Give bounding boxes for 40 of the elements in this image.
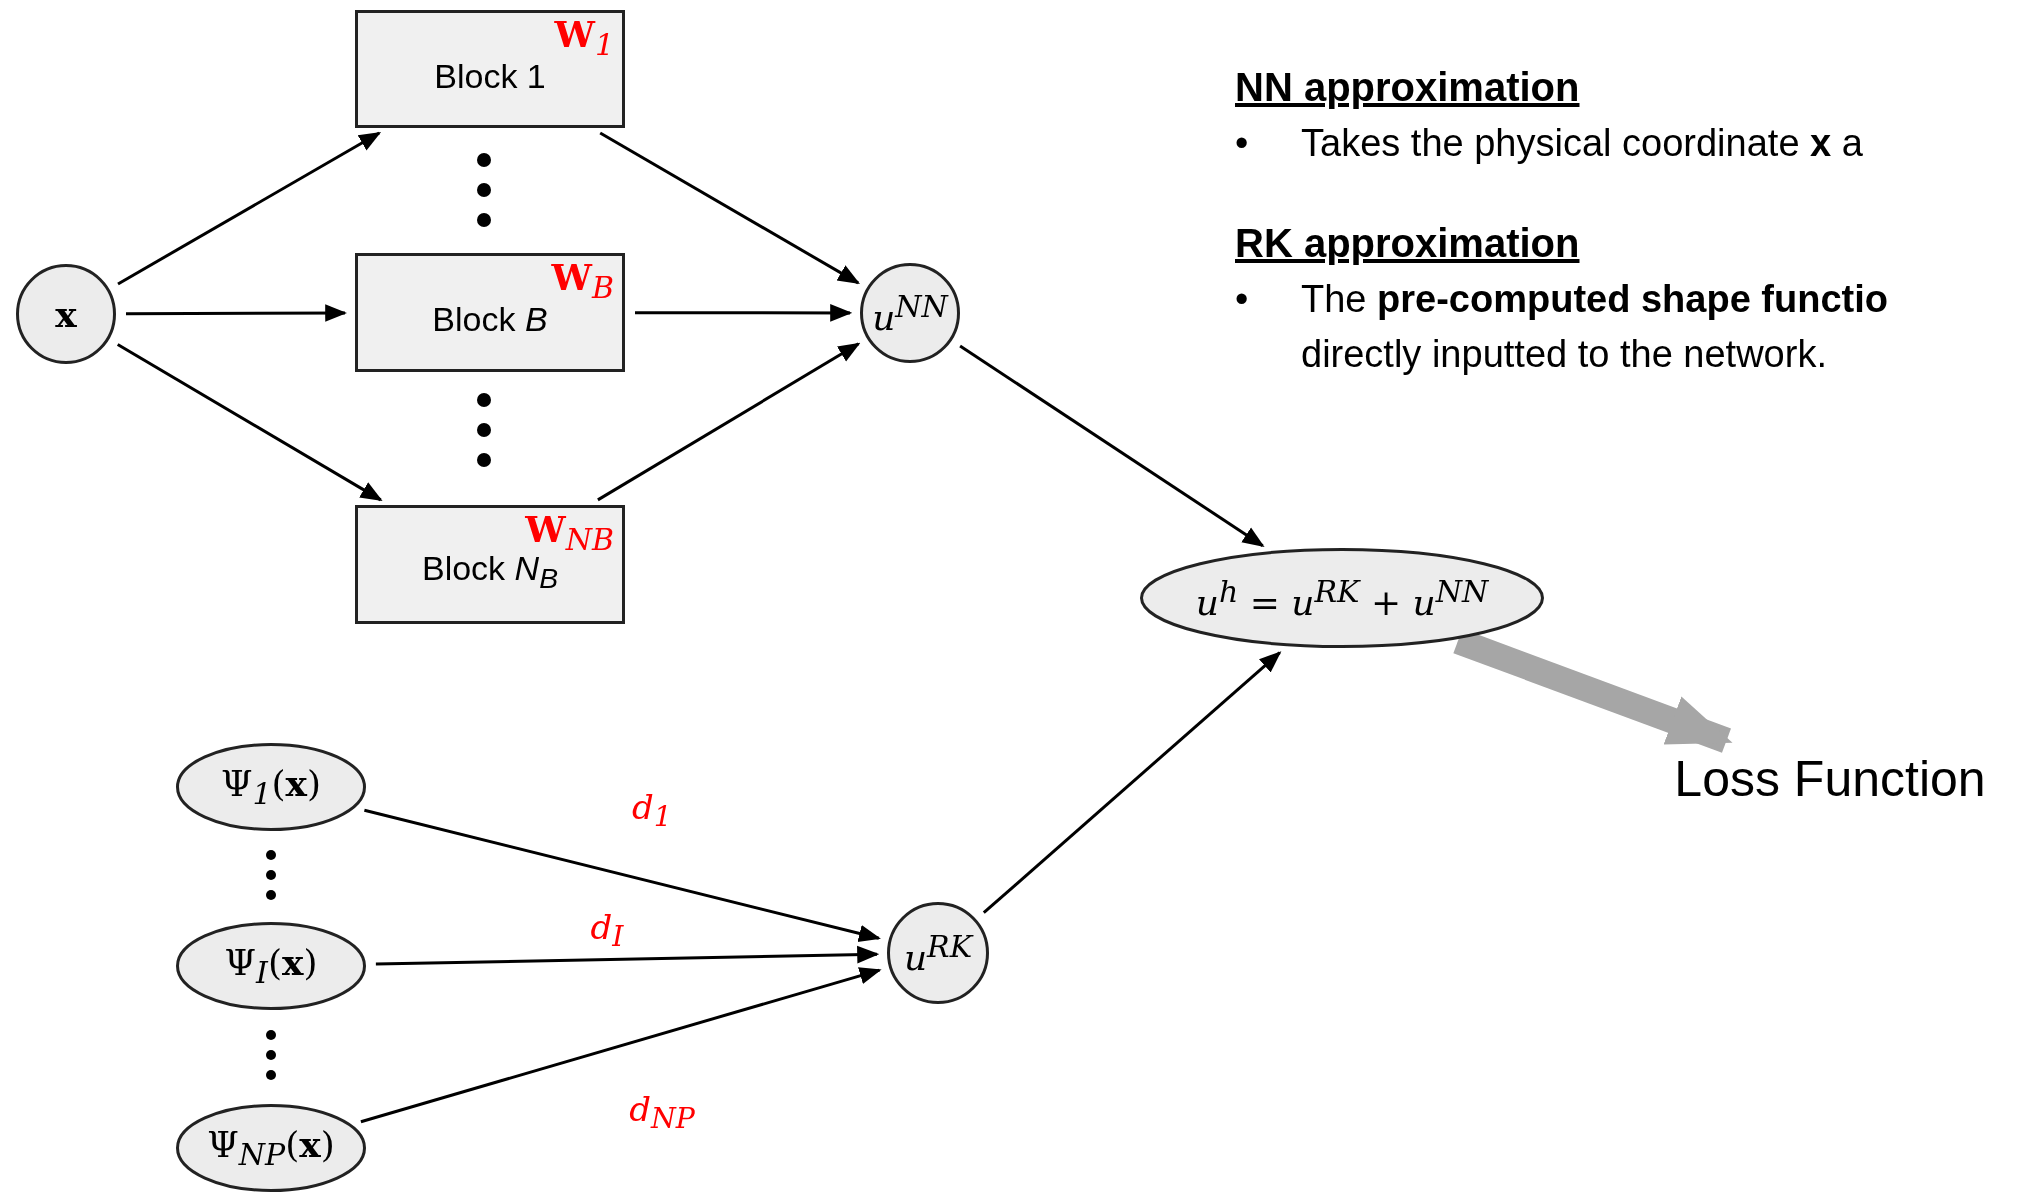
- block-box: [355, 505, 625, 624]
- bullet-text: The pre-computed shape functio directly inputted to the network.: [1301, 277, 1889, 378]
- bullet-text: Takes the physical coordinate x a: [1301, 121, 1863, 166]
- arrow: [375, 945, 880, 966]
- weight-label: W$_{1}$: [554, 13, 614, 63]
- math-label: Ψ$_{NP}$(x): [207, 1123, 335, 1173]
- math-label: u$^{RK}$: [903, 928, 973, 978]
- math-label: u$^{h}$ = u$^{RK}$ + u$^{NN}$: [1195, 573, 1489, 623]
- section-heading: RK approximation: [1235, 221, 1580, 267]
- arrow: [126, 304, 348, 322]
- circle-node: [860, 263, 960, 363]
- block-box: [355, 10, 625, 128]
- output-label: Loss Function: [1650, 742, 2010, 816]
- block-label: Block N$_{B}$: [421, 548, 559, 595]
- arrow: [360, 967, 882, 1124]
- arrow: [364, 808, 881, 943]
- circle-node: [887, 902, 989, 1004]
- math-label: Ψ$_{1}$(x): [220, 762, 322, 812]
- bullet-mark: •: [1235, 121, 1250, 166]
- ellipse-node: [176, 922, 366, 1010]
- arrow: [597, 342, 861, 502]
- weight-label: W$_{B}$: [551, 256, 614, 306]
- arrow: [599, 131, 860, 285]
- math-label: x: [55, 293, 77, 335]
- block-label: Block 1: [434, 56, 546, 96]
- bullet-mark: •: [1235, 277, 1250, 323]
- ellipse-node: [1140, 548, 1544, 648]
- block-box: [355, 253, 625, 372]
- arrow: [635, 304, 853, 322]
- arrow: [117, 131, 382, 286]
- section-heading: NN approximation: [1235, 65, 1580, 110]
- math-label: Ψ$_{I}$(x): [224, 941, 318, 991]
- arrow: [116, 343, 383, 502]
- ellipse-node: [176, 1104, 366, 1192]
- arrow: [959, 344, 1265, 547]
- arrow: [982, 651, 1282, 914]
- ellipse-node: [176, 743, 366, 831]
- math-label: u$^{NN}$: [872, 288, 948, 338]
- block-label: Block B: [432, 300, 548, 339]
- circle-node: [16, 264, 116, 364]
